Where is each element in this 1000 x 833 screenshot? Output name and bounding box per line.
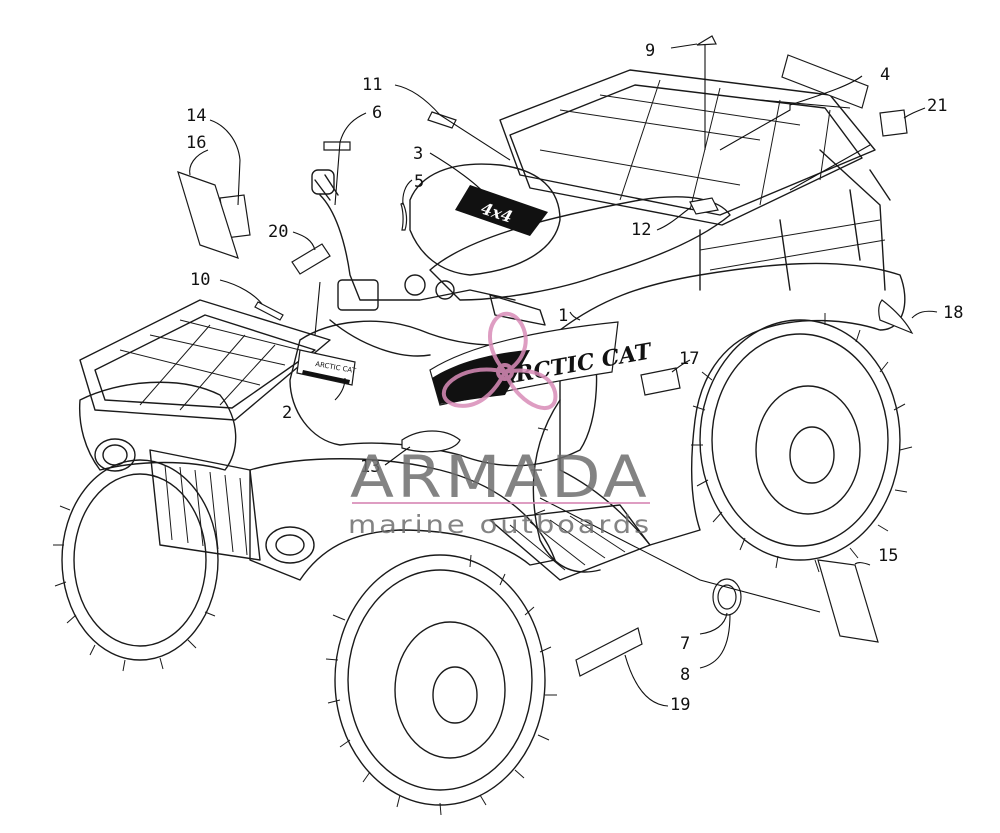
decal-4 — [781, 54, 869, 109]
decal-15 — [817, 559, 879, 643]
watermark-propeller-icon — [441, 311, 558, 410]
watermark-subtitle: marine outboards — [348, 510, 652, 539]
atv-illustration — [53, 69, 913, 816]
decal-20 — [291, 243, 331, 275]
decal-11 — [427, 111, 457, 129]
decal-19 — [575, 627, 643, 677]
callout-12: 12 — [631, 220, 651, 240]
handlebars — [311, 169, 546, 357]
callout-11: 11 — [362, 75, 382, 95]
leader-lines — [189, 43, 938, 707]
decal-21 — [879, 109, 908, 137]
callout-6: 6 — [372, 103, 382, 123]
callout-10: 10 — [190, 270, 210, 290]
watermark-title: ARMADA — [350, 443, 650, 511]
callout-19: 19 — [670, 695, 690, 715]
decal-5 — [400, 202, 408, 231]
callout-18: 18 — [943, 303, 963, 323]
decals: ARCTIC CAT ARCTIC CAT 4x4 — [177, 35, 914, 677]
decal-tank-label: ARCTIC CAT — [296, 349, 357, 386]
callout-2: 2 — [282, 403, 292, 423]
callout-8: 8 — [680, 665, 690, 685]
fuel-tank-cover — [409, 163, 561, 276]
front-fender-right — [249, 458, 556, 581]
callout-20: 20 — [268, 222, 288, 242]
decal-6 — [323, 141, 351, 151]
decal-12 — [689, 197, 719, 215]
watermark: ARMADA marine outboards — [348, 311, 652, 539]
callout-17: 17 — [679, 349, 699, 369]
footrest-treads — [509, 515, 626, 571]
front-left-wheel — [53, 459, 219, 672]
decal-17 — [640, 367, 681, 396]
decal-hood-4x4: 4x4 — [455, 185, 548, 236]
callout-21: 21 — [927, 96, 947, 116]
callout-1: 1 — [558, 306, 568, 326]
callout-3: 3 — [413, 144, 423, 164]
front-right-wheel — [325, 554, 557, 816]
footrest — [489, 504, 651, 581]
decal-10 — [254, 301, 284, 321]
front-fender-left — [78, 381, 237, 471]
callout-9: 9 — [645, 41, 655, 61]
callout-7: 7 — [680, 634, 690, 654]
decal-13 — [401, 430, 461, 453]
front-rack — [79, 299, 331, 421]
decal-round-plate — [712, 578, 742, 616]
rear-right-wheel — [691, 313, 913, 573]
rear-rack — [499, 69, 891, 291]
decal-side-logo: ARCTIC CAT — [429, 321, 655, 406]
callout-15: 15 — [878, 546, 898, 566]
callout-14: 14 — [186, 106, 206, 126]
callout-13: 13 — [360, 457, 380, 477]
decal-16 — [177, 171, 239, 259]
callout-labels: 1 2 3 4 5 6 7 8 9 10 11 12 13 14 15 16 1… — [186, 41, 963, 715]
decal-9 — [696, 35, 717, 46]
front-grille — [94, 438, 315, 564]
front-body — [289, 320, 598, 467]
callout-5: 5 — [414, 172, 424, 192]
rear-fender — [559, 262, 906, 546]
callout-4: 4 — [880, 65, 890, 85]
callout-16: 16 — [186, 133, 206, 153]
decal-18 — [878, 299, 914, 335]
